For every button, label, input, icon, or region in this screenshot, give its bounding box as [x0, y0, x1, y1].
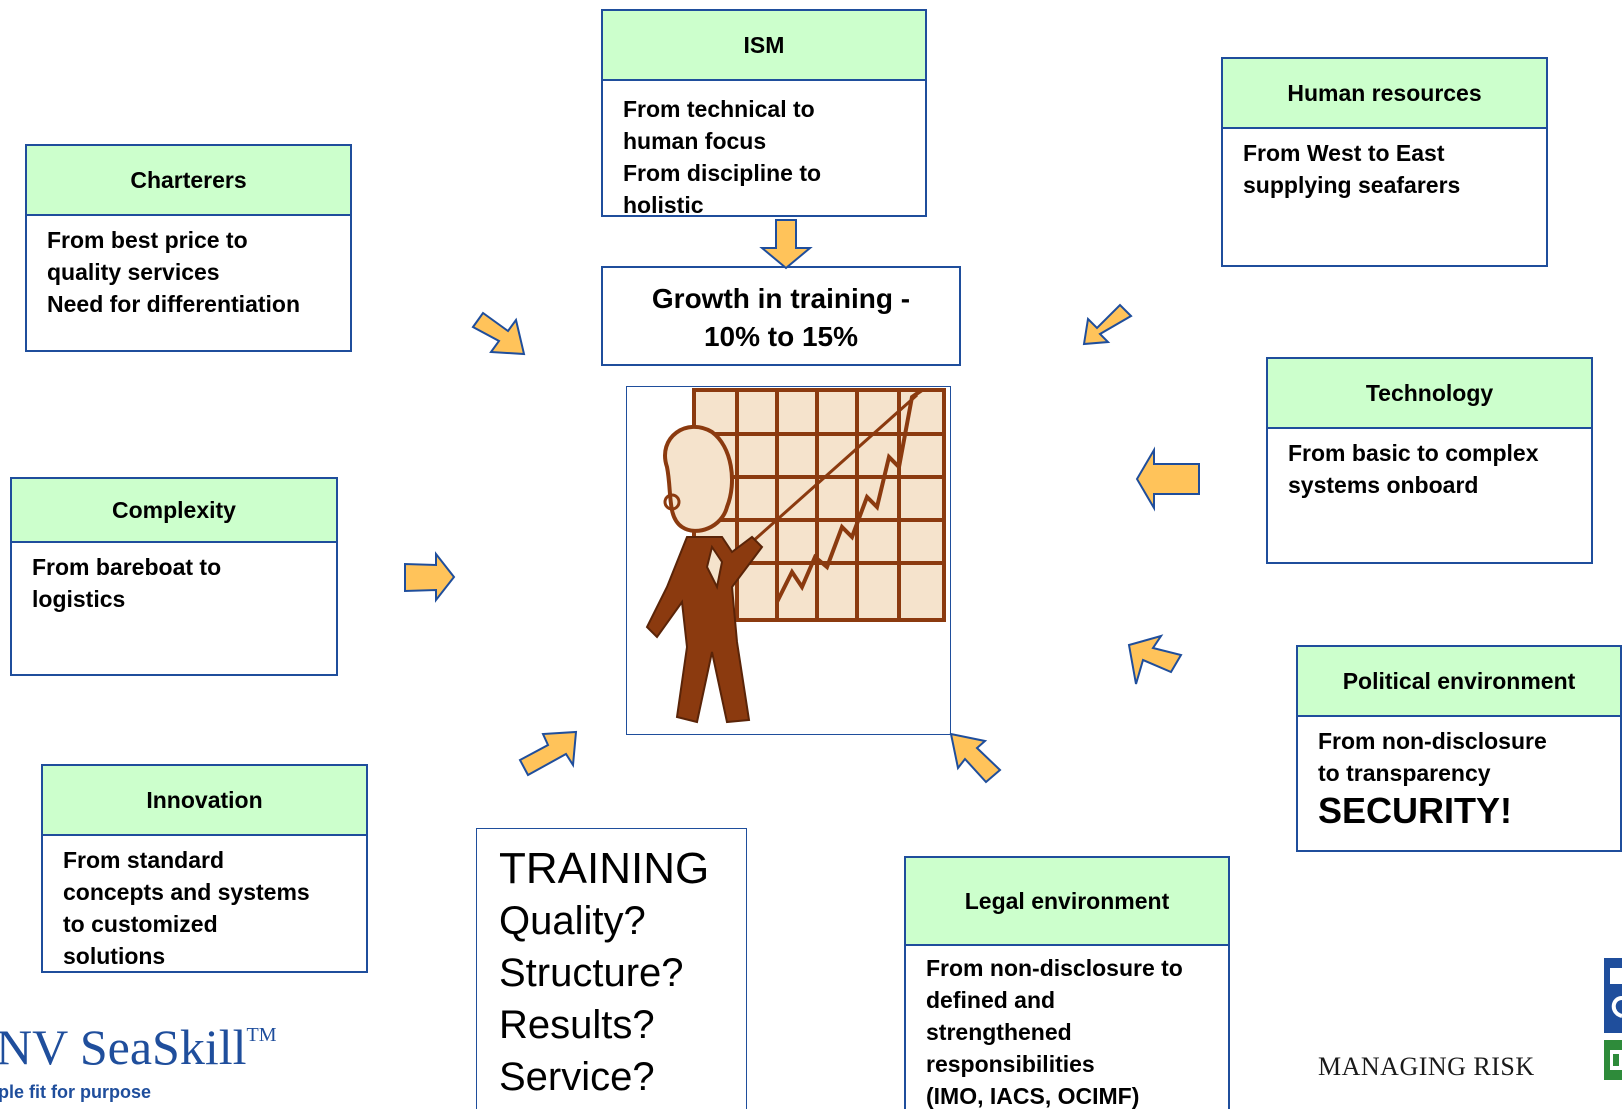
- innovation-box: Innovation From standard concepts and sy…: [41, 764, 368, 973]
- arrow-down-icon: [759, 219, 813, 270]
- training-box: TRAINING Quality? Structure? Results? Se…: [476, 828, 747, 1109]
- ism-line: human focus: [623, 128, 767, 154]
- training-question: Service?: [499, 1055, 655, 1099]
- arrow-down-right-icon: [471, 311, 526, 356]
- innovation-body: From standard concepts and systems to cu…: [43, 836, 366, 972]
- charterers-line: quality services: [47, 259, 220, 285]
- human-resources-line: supplying seafarers: [1243, 172, 1461, 198]
- technology-line: From basic to complex: [1288, 440, 1539, 466]
- arrow-up-left-icon: [949, 732, 1002, 784]
- growth-line-1: Growth in training -: [651, 283, 911, 314]
- training-question: Structure?: [499, 951, 684, 995]
- charterers-box: Charterers From best price to quality se…: [25, 144, 352, 352]
- ism-line: From technical to: [623, 96, 815, 122]
- complexity-body: From bareboat to logistics: [12, 543, 336, 615]
- legal-line: From non-disclosure to: [926, 955, 1183, 981]
- ism-body: From technical to human focus From disci…: [603, 81, 925, 221]
- human-resources-body: From West to East supplying seafarers: [1223, 129, 1546, 201]
- charterers-line: Need for differentiation: [47, 291, 301, 317]
- training-title: TRAINING: [499, 844, 710, 893]
- training-question: Quality?: [499, 899, 646, 943]
- human-resources-box: Human resources From West to East supply…: [1221, 57, 1548, 267]
- political-box: Political environment From non-disclosur…: [1296, 645, 1622, 852]
- arrow-up-left-icon: [1127, 634, 1183, 685]
- legal-body: From non-disclosure to defined and stren…: [906, 946, 1228, 1112]
- political-title: Political environment: [1298, 647, 1620, 717]
- charterers-title: Charterers: [27, 146, 350, 216]
- seaskill-logo: NV SeaSkillTM: [0, 1018, 277, 1076]
- training-question: Results?: [499, 1003, 655, 1047]
- technology-box: Technology From basic to complex systems…: [1266, 357, 1593, 564]
- ism-box: ISM From technical to human focus From d…: [601, 9, 927, 218]
- legal-line: responsibilities: [926, 1051, 1095, 1077]
- legal-line: (IMO, IACS, OCIMF): [926, 1083, 1140, 1109]
- presenter-clipart: [645, 388, 946, 724]
- charterers-line: From best price to: [47, 227, 248, 253]
- innovation-title: Innovation: [43, 766, 366, 836]
- ism-line: From discipline to: [623, 160, 822, 186]
- political-line: to transparency: [1318, 760, 1491, 786]
- human-resources-title: Human resources: [1223, 59, 1546, 129]
- growth-line-2: 10% to 15%: [703, 321, 859, 352]
- innovation-line: solutions: [63, 943, 166, 969]
- managing-risk-slogan: MANAGING RISK: [1318, 1052, 1535, 1081]
- complexity-title: Complexity: [12, 479, 336, 543]
- legal-title: Legal environment: [906, 858, 1228, 946]
- charterers-body: From best price to quality services Need…: [27, 216, 350, 320]
- technology-body: From basic to complex systems onboard: [1268, 429, 1591, 501]
- complexity-line: From bareboat to: [32, 554, 222, 580]
- growth-box: Growth in training - 10% to 15%: [601, 266, 961, 366]
- innovation-line: From standard: [63, 847, 225, 873]
- dnv-logo-fragment: [1604, 958, 1622, 1080]
- political-line: From non-disclosure: [1318, 728, 1547, 754]
- ism-title: ISM: [603, 11, 925, 81]
- growth-chart-illustration: [626, 386, 951, 735]
- trademark-mark: TM: [246, 1024, 277, 1046]
- legal-line: defined and: [926, 987, 1056, 1013]
- innovation-line: to customized: [63, 911, 218, 937]
- arrow-up-right-icon: [518, 730, 578, 777]
- ism-line: holistic: [623, 192, 704, 218]
- complexity-line: logistics: [32, 586, 126, 612]
- complexity-box: Complexity From bareboat to logistics: [10, 477, 338, 676]
- legal-line: strengthened: [926, 1019, 1072, 1045]
- technology-line: systems onboard: [1288, 472, 1479, 498]
- technology-title: Technology: [1268, 359, 1591, 429]
- arrow-right-icon: [404, 551, 456, 603]
- human-resources-line: From West to East: [1243, 140, 1445, 166]
- legal-box: Legal environment From non-disclosure to…: [904, 856, 1230, 1109]
- seaskill-logo-text: NV SeaSkill: [0, 1019, 247, 1075]
- innovation-line: concepts and systems: [63, 879, 310, 905]
- security-emphasis: SECURITY!: [1318, 790, 1513, 831]
- seaskill-tagline: ple fit for purpose: [0, 1082, 151, 1102]
- arrow-down-left-icon: [1082, 303, 1133, 346]
- political-body: From non-disclosure to transparency SECU…: [1298, 717, 1620, 833]
- arrow-left-icon: [1135, 446, 1200, 512]
